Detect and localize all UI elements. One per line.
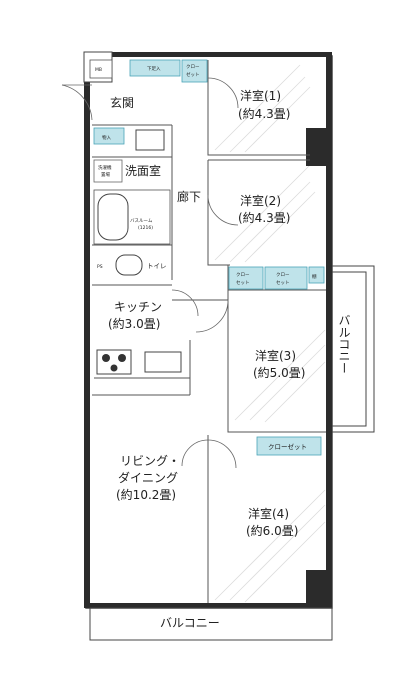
closets (93, 59, 325, 456)
mb-label: MB (95, 67, 102, 73)
balconies (89, 265, 375, 641)
interior-walls (92, 60, 326, 603)
bottom-balcony (89, 607, 333, 641)
shoe-box (129, 59, 181, 77)
closet-b (228, 266, 264, 290)
storage-label: 物入 (102, 134, 111, 141)
toilet-label: トイレ (147, 262, 167, 270)
room2-name: 洋室(2) (240, 193, 281, 208)
closet-a-label-2: ゼット (186, 71, 200, 78)
shoe-box-label: 下足入 (147, 66, 161, 72)
bathtub (97, 193, 129, 241)
laundry-area (93, 159, 123, 183)
closet-c-label-2: セット (276, 280, 290, 286)
storage (93, 127, 125, 145)
living-name-2: ダイニング (118, 470, 178, 485)
closet-a-label-1: クロー (186, 64, 200, 70)
room2-size: (約4.3畳) (238, 210, 290, 225)
window-hatching (214, 64, 326, 603)
closet-d-label: クローゼット (268, 442, 307, 451)
entrance-label: 玄関 (110, 95, 134, 110)
room4-name: 洋室(4) (248, 506, 289, 521)
living-name-1: リビング・ (120, 454, 180, 468)
room3-size: (約5.0畳) (253, 365, 305, 380)
closet-b-label-2: セット (236, 280, 250, 286)
washbasin (135, 129, 165, 151)
shelf-label: 棚 (312, 273, 317, 280)
laundry-label-2: 置場 (101, 171, 110, 178)
room1-size: (約4.3畳) (238, 106, 290, 121)
closet-c-label-1: クロー (276, 272, 290, 278)
room3-name: 洋室(3) (255, 348, 296, 363)
closet-b-label-1: クロー (236, 272, 250, 278)
kitchen-size: (約3.0畳) (108, 316, 160, 331)
closet-a (181, 59, 208, 83)
fixtures (89, 59, 191, 395)
kitchen-sink (144, 351, 182, 373)
washroom-label: 洗面室 (125, 163, 161, 178)
kitchen-name: キッチン (114, 300, 162, 314)
room4-size: (約6.0畳) (246, 523, 298, 538)
mb-box (89, 59, 113, 79)
toilet (115, 254, 143, 276)
closet-d (256, 436, 322, 456)
laundry-label-1: 洗濯機 (98, 164, 112, 171)
bathroom-label: バスルーム (130, 218, 153, 224)
ps-label: PS (97, 264, 103, 270)
living-size: (約10.2畳) (116, 487, 176, 502)
side-balcony (332, 265, 375, 433)
side-balcony-label: バルコニー (337, 314, 351, 374)
bathroom-box (93, 189, 171, 245)
bottom-balcony-label: バルコニー (160, 616, 220, 630)
corridor-label: 廊下 (177, 189, 201, 204)
closet-c (264, 266, 308, 290)
bath-size-label: (1216) (138, 225, 153, 231)
shelf (308, 266, 325, 284)
labels: MB 下足入 クロー ゼット 玄関 物入 洗濯機 置場 洗面室 廊下 バスルーム… (95, 64, 351, 630)
room1-name: 洋室(1) (240, 88, 281, 103)
doors (61, 77, 239, 469)
